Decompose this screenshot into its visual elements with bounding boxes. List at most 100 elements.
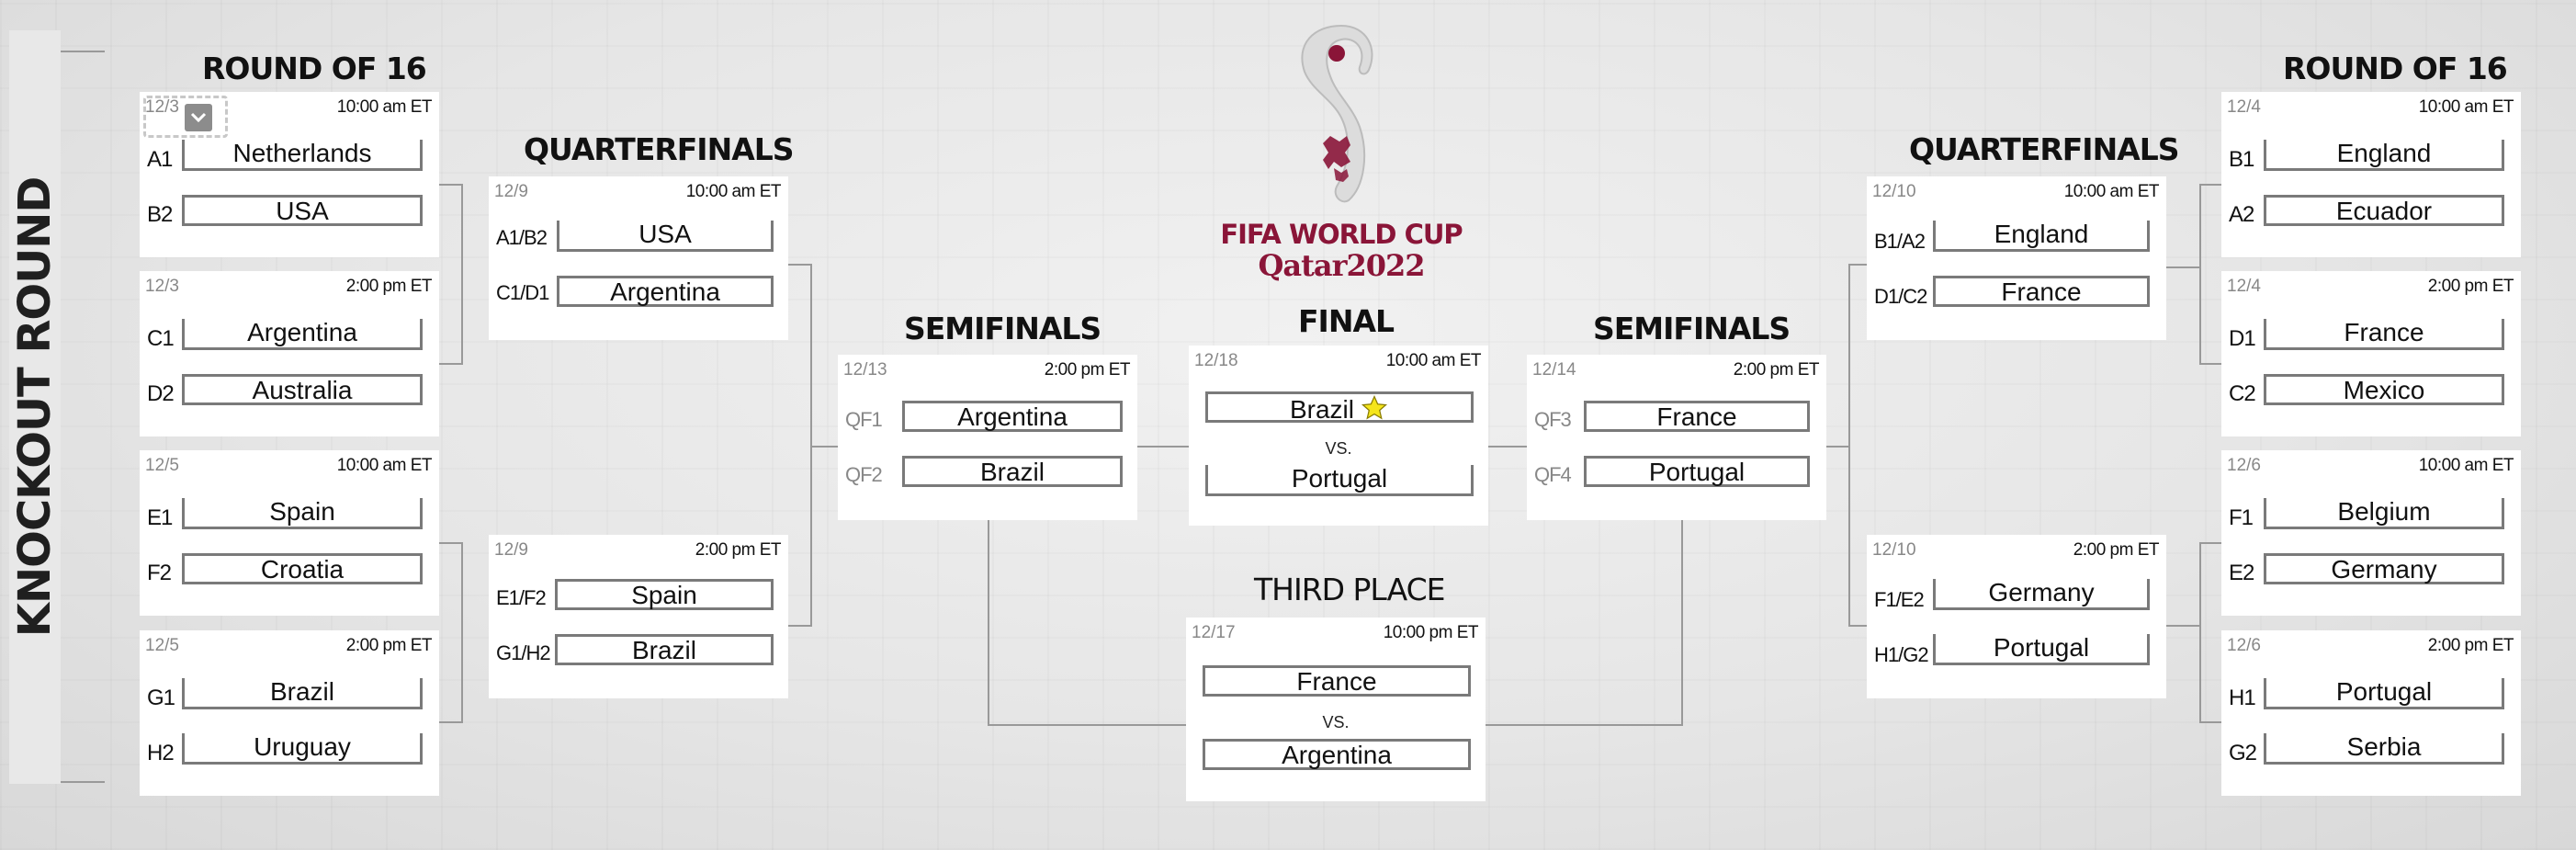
seed-label: D2 [147,381,175,406]
match-date: 12/5 [145,456,179,475]
match-card-qf-left-2[interactable]: 12/9 2:00 pm ET E1/F2 Spain G1/H2 Brazil [489,535,788,698]
team-slot[interactable]: Croatia [182,553,423,584]
bracket-connector-line [437,542,463,544]
match-card-r16-right-4[interactable]: 12/6 2:00 pm ET H1 Portugal G2 Serbia [2221,630,2521,796]
team-slot[interactable]: Spain [182,498,423,529]
bracket-connector-line [1825,446,1848,448]
team-slot[interactable]: Brazil [555,634,774,665]
match-card-final[interactable]: 12/18 10:00 am ET Brazil VS. Portugal [1189,346,1488,526]
logo-subtitle: Qatar2022 [1258,248,1425,283]
team-slot[interactable]: Portugal [1933,634,2150,665]
team-slot[interactable]: Argentina [182,319,423,350]
team-slot[interactable]: Germany [2264,553,2504,584]
match-card-r16-right-3[interactable]: 12/6 10:00 am ET F1 Belgium E2 Germany [2221,450,2521,616]
team-slot[interactable]: France [1584,401,1810,432]
match-card-r16-left-3[interactable]: 12/5 10:00 am ET E1 Spain F2 Croatia [140,450,439,616]
team-slot[interactable]: Uruguay [182,733,423,765]
round-title-third-place: THIRD PLACE [1254,572,1445,607]
team-slot[interactable]: Spain [555,579,774,610]
team-slot[interactable]: France [1933,276,2150,307]
seed-label: E1/F2 [496,586,547,609]
seed-label: B2 [147,202,173,227]
match-card-r16-right-2[interactable]: 12/4 2:00 pm ET D1 France C2 Mexico [2221,271,2521,436]
match-card-r16-right-1[interactable]: 12/4 10:00 am ET B1 England A2 Ecuador [2221,92,2521,257]
team-slot[interactable]: Argentina [557,276,774,307]
team-slot[interactable]: Mexico [2264,374,2504,405]
seed-label: B1 [2229,147,2254,172]
seed-label: E1 [147,505,173,530]
team-slot[interactable]: USA [557,221,774,252]
bracket-connector-line [988,724,1186,726]
team-slot[interactable]: England [1933,221,2150,252]
team-slot[interactable]: Ecuador [2264,195,2504,226]
match-time: 10:00 pm ET [1383,623,1479,642]
round-title-qf-right: QUARTERFINALS [1909,131,2180,167]
match-date: 12/6 [2227,636,2261,655]
team-slot[interactable]: Brazil [182,678,423,709]
round-title-r16-left: ROUND OF 16 [202,51,427,86]
match-card-r16-left-1[interactable]: 12/3 10:00 am ET A1 Netherlands B2 USA [140,92,439,257]
team-slot[interactable]: USA [182,195,423,226]
team-slot[interactable]: France [2264,319,2504,350]
match-date: 12/6 [2227,456,2261,475]
match-card-qf-left-1[interactable]: 12/9 10:00 am ET A1/B2 USA C1/D1 Argenti… [489,176,788,340]
match-date: 12/4 [2227,97,2261,117]
team-slot[interactable]: France [1203,665,1471,697]
match-time: 10:00 am ET [336,97,433,117]
seed-label: C2 [2229,381,2256,406]
seed-label: F1 [2229,505,2254,530]
bracket-connector-line [2199,542,2221,544]
seed-label: C1 [147,326,175,351]
team-slot[interactable]: Belgium [2264,498,2504,529]
team-slot[interactable]: Portugal [2264,678,2504,709]
bracket-connector-line [988,520,989,726]
bracket-connector-line [437,184,463,186]
team-slot[interactable]: Portugal [1205,465,1474,496]
match-date: 12/17 [1192,623,1236,642]
seed-label: G2 [2229,741,2257,765]
trophy-emblem-icon [1301,24,1373,203]
match-card-third-place[interactable]: 12/17 10:00 pm ET France VS. Argentina [1186,618,1486,801]
seed-label: A1/B2 [496,226,548,249]
seed-label: D1/C2 [1874,285,1927,308]
match-time: 10:00 am ET [1385,351,1482,370]
versus-label: VS. [1322,713,1350,731]
match-time: 10:00 am ET [2063,182,2160,201]
match-time: 2:00 pm ET [695,540,782,560]
match-time: 10:00 am ET [336,456,433,475]
team-slot[interactable]: England [2264,140,2504,171]
seed-label: QF1 [845,408,883,431]
match-card-sf-left[interactable]: 12/13 2:00 pm ET QF1 Argentina QF2 Brazi… [838,355,1137,520]
bracket-connector-line [810,264,812,627]
match-date: 12/9 [494,182,528,201]
bracket-connector-line [437,721,463,723]
knockout-round-label: KNOCKOUT ROUND [9,30,61,784]
seed-label: H1/G2 [1874,643,1929,666]
bracket-connector-line [1681,520,1683,726]
team-slot[interactable]: Australia [182,374,423,405]
match-card-qf-right-2[interactable]: 12/10 2:00 pm ET F1/E2 Germany H1/G2 Por… [1867,535,2166,698]
team-slot-winner[interactable]: Brazil [1205,391,1474,424]
bracket-connector-line [786,264,812,266]
match-card-sf-right[interactable]: 12/14 2:00 pm ET QF3 France QF4 Portugal [1527,355,1826,520]
match-time: 2:00 pm ET [345,277,433,296]
match-date: 12/4 [2227,277,2261,296]
team-slot[interactable]: Brazil [902,456,1123,487]
team-slot[interactable]: Argentina [902,401,1123,432]
team-slot[interactable]: Portugal [1584,456,1810,487]
seed-label: A1 [147,147,173,172]
seed-label: G1/H2 [496,641,551,664]
seed-label: C1/D1 [496,281,549,304]
match-card-r16-left-2[interactable]: 12/3 2:00 pm ET C1 Argentina D2 Australi… [140,271,439,436]
match-card-r16-left-4[interactable]: 12/5 2:00 pm ET G1 Brazil H2 Uruguay [140,630,439,796]
team-slot[interactable]: Netherlands [182,140,423,171]
seed-label: F1/E2 [1874,588,1925,611]
world-cup-logo: FIFA WORLD CUP Qatar2022 [1213,17,1470,292]
team-slot[interactable]: Germany [1933,579,2150,610]
seed-label: H2 [147,741,175,765]
star-icon [1361,394,1388,420]
match-card-qf-right-1[interactable]: 12/10 10:00 am ET B1/A2 England D1/C2 Fr… [1867,176,2166,340]
dropdown-toggle[interactable] [143,96,228,138]
team-slot[interactable]: Argentina [1203,739,1471,770]
team-slot[interactable]: Serbia [2264,733,2504,765]
